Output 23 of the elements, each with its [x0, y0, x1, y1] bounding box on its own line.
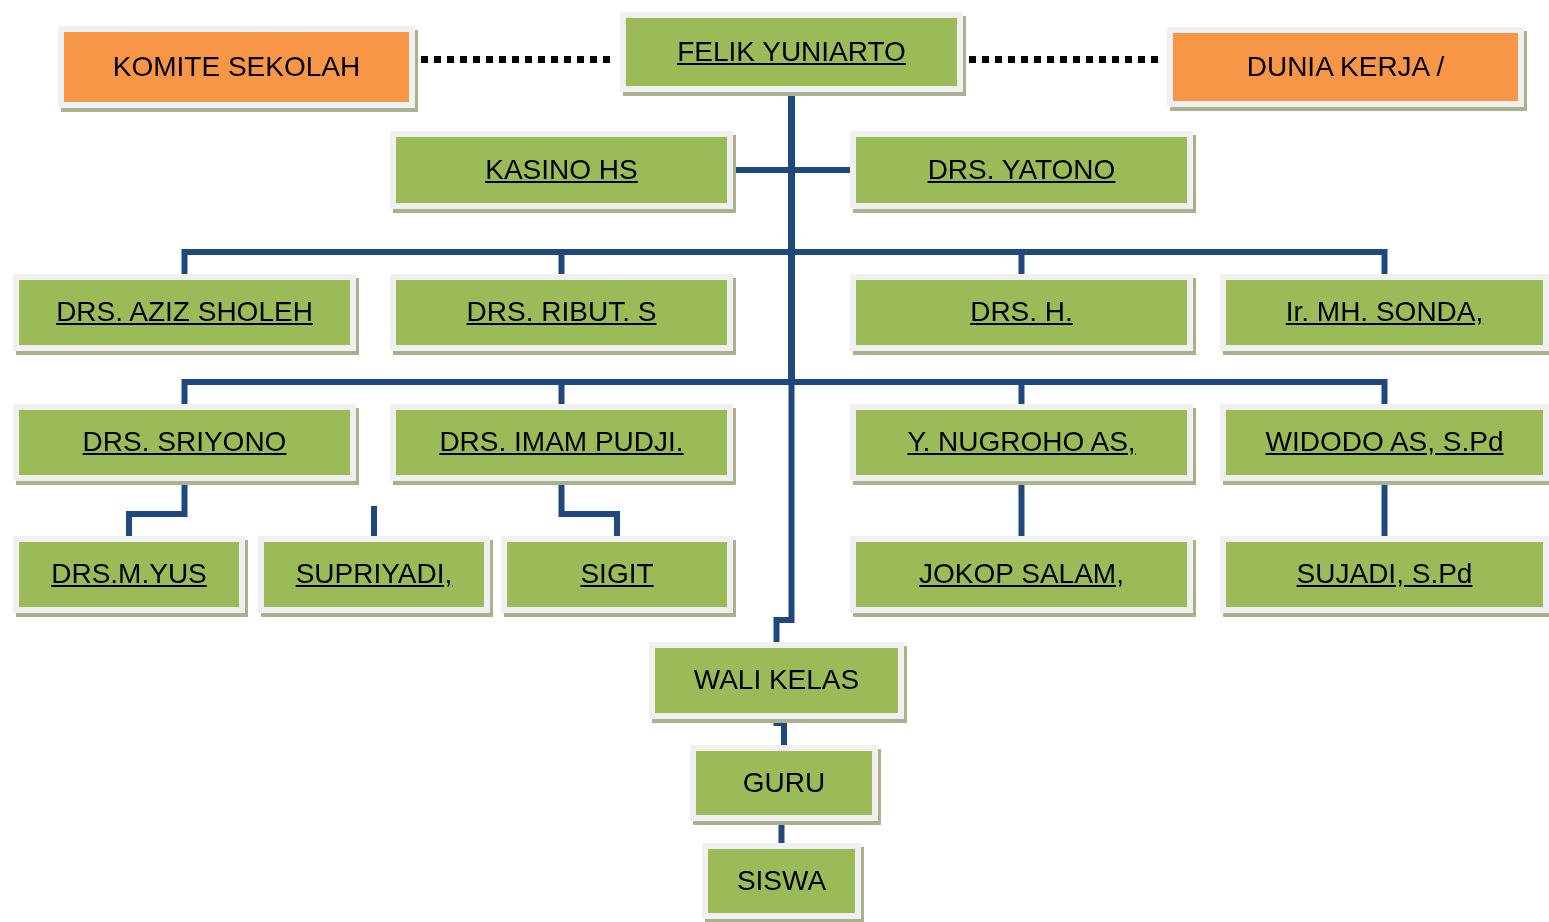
name-label: Y. NUGROHO AS, [907, 427, 1136, 458]
name-label: DUNIA KERJA / [1246, 51, 1445, 83]
name-label: SISWA [736, 865, 827, 897]
name-label: DRS. H. [970, 297, 1073, 328]
name-label: DRS. YATONO [927, 154, 1116, 186]
role-box [702, 843, 861, 919]
name-label: SIGIT [580, 559, 654, 590]
name-label: SUPRIYADI, [295, 559, 453, 590]
name-label: DRS. IMAM PUDJI. [439, 427, 684, 458]
connector-line [371, 506, 377, 536]
name-label: KASINO HS [485, 154, 638, 186]
name-label: FELIK YUNIARTO [677, 36, 906, 68]
name-label: Ir. MH. SONDA, [1285, 297, 1484, 328]
name-label: GURU [742, 767, 826, 799]
name-label: SUJADI, S.Pd [1296, 559, 1473, 590]
name-label: DRS. SRIYONO [82, 427, 287, 458]
name-label: DRS. AZIZ SHOLEH [56, 297, 313, 328]
name-label: WALI KELAS [693, 665, 860, 696]
name-label: JOKOP SALAM, [919, 559, 1124, 590]
name-label: DRS. RIBUT. S [466, 297, 657, 328]
name-label: WIDODO AS, S.Pd [1265, 427, 1504, 458]
name-label: KOMITE SEKOLAH [112, 51, 361, 83]
name-label: DRS.M.YUS [51, 559, 207, 590]
